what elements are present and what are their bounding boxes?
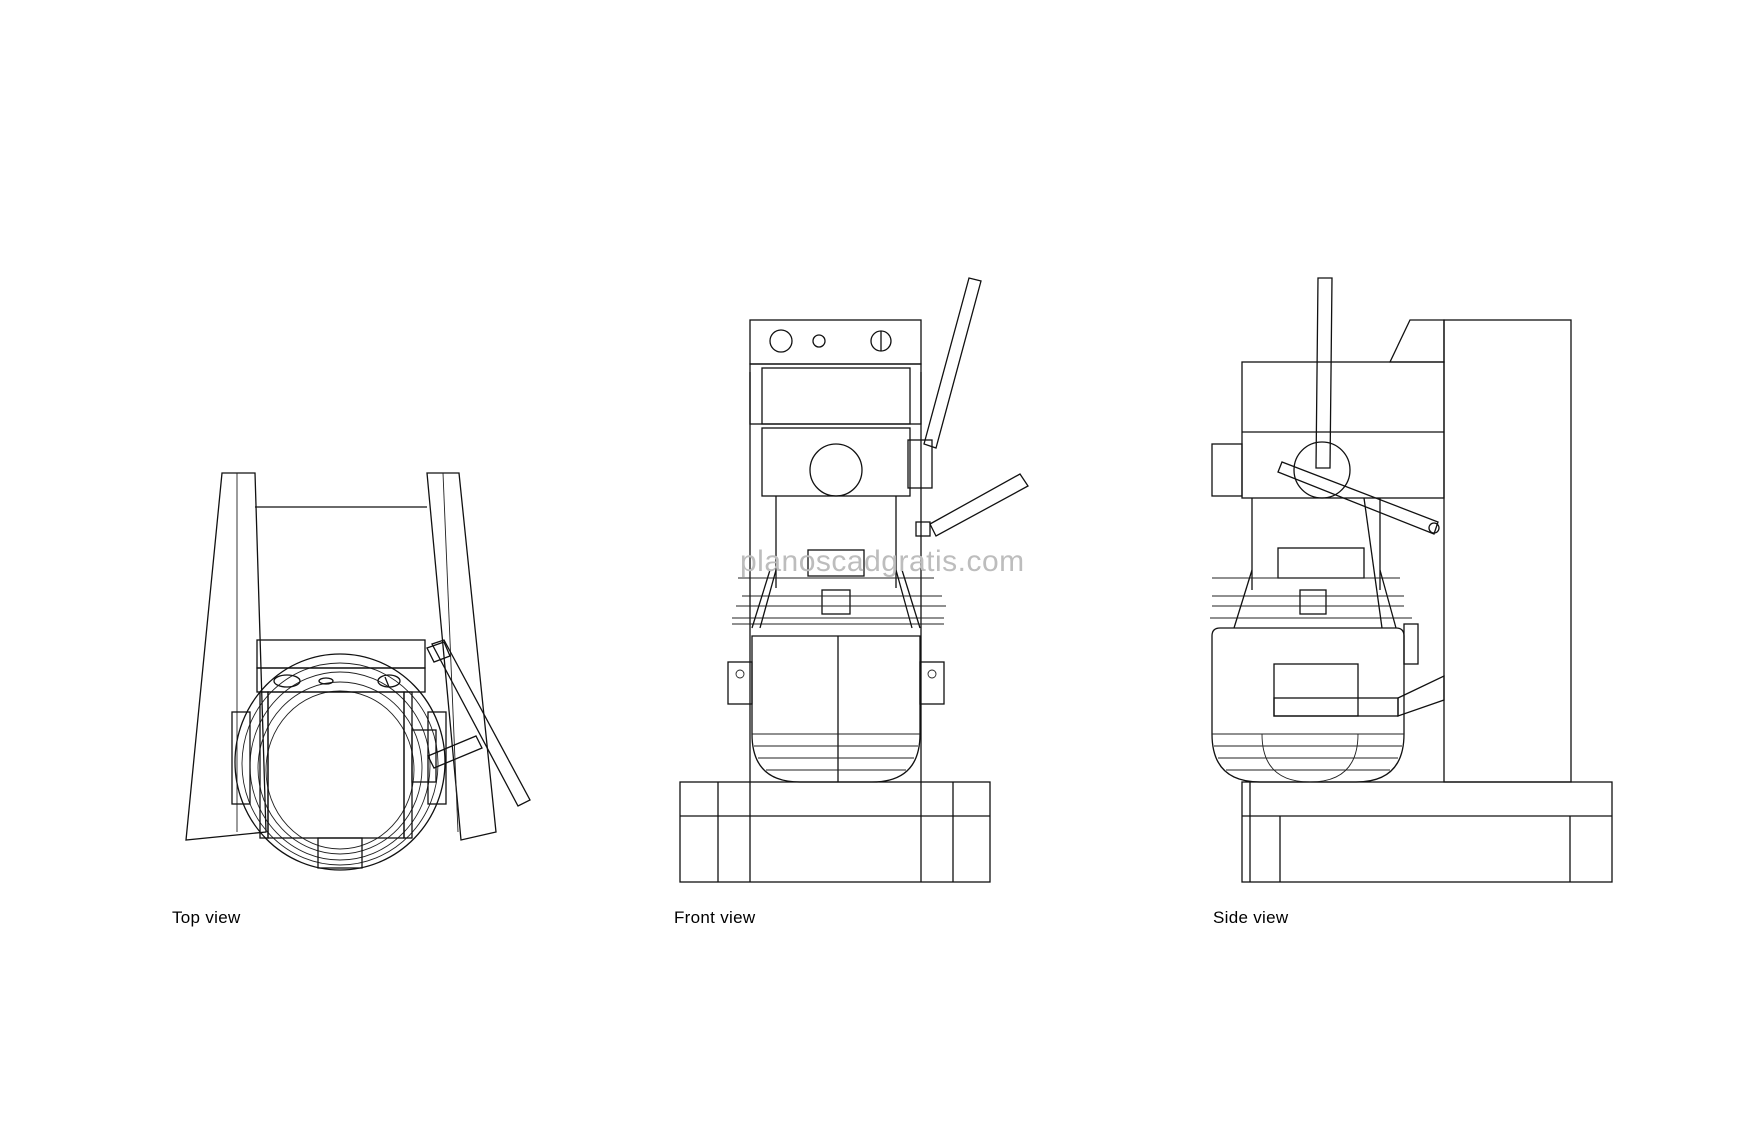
- watermark: planoscadgratis.com: [740, 545, 1025, 578]
- top-view-drawing: [185, 472, 531, 871]
- front-view-drawing: [679, 277, 1029, 883]
- side-view-label: Side view: [1213, 908, 1289, 927]
- front-view-label: Front view: [674, 908, 756, 927]
- top-view-label: Top view: [172, 908, 241, 927]
- side-view-drawing: [1210, 277, 1613, 883]
